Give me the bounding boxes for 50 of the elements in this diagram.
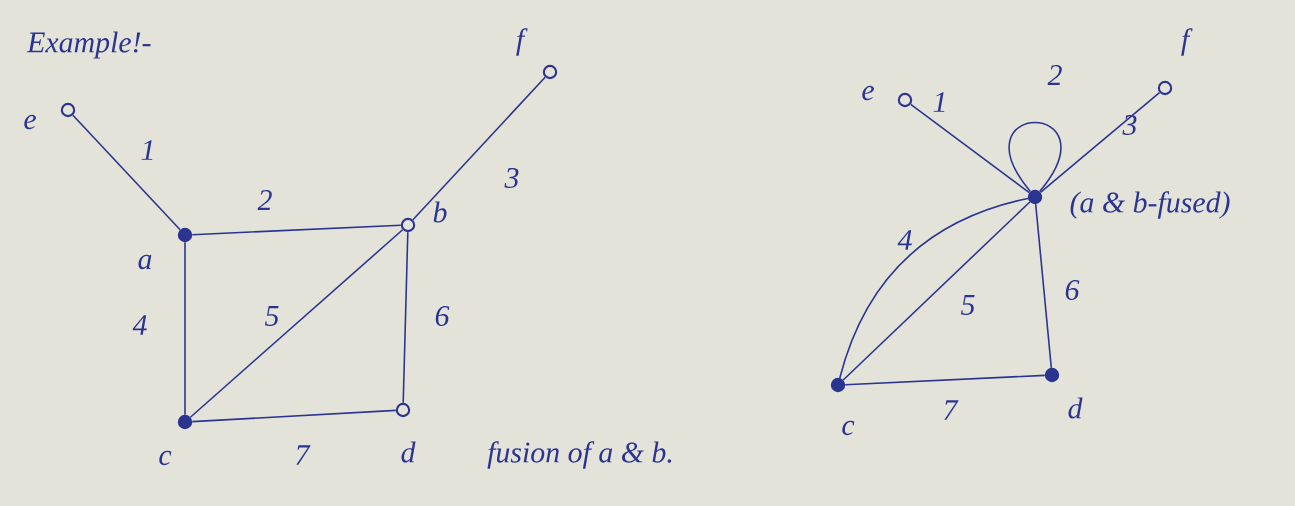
edge [191, 409, 397, 423]
edge-label: 1 [933, 92, 945, 112]
edge [1008, 121, 1062, 193]
edge [72, 114, 181, 231]
vertex: c [830, 377, 855, 436]
edge [1034, 203, 1053, 369]
vertex: (a & b-fused) [1027, 189, 1230, 219]
node-label: d [1068, 397, 1083, 419]
edge-label: 5 [961, 295, 975, 315]
vertex: f [1157, 28, 1193, 96]
vertex: e [862, 85, 913, 108]
edge-label: 5 [265, 306, 279, 326]
edge-label: 3 [1122, 114, 1137, 136]
node-label: c [159, 450, 172, 466]
vertex: a [138, 227, 193, 270]
edge-label: 2 [1047, 65, 1062, 85]
edge [412, 76, 546, 221]
edge [191, 224, 402, 236]
node-label: (a & b-fused) [1070, 191, 1230, 219]
vertex: d [395, 402, 416, 463]
node-label: e [24, 114, 36, 130]
node-label: f [516, 28, 528, 56]
node-label: c [842, 420, 855, 436]
edge-label: 7 [944, 400, 959, 420]
edge-label: 7 [296, 445, 311, 465]
edge-label: 1 [141, 140, 153, 160]
note: fusion of a & b. [487, 441, 672, 469]
edge [844, 374, 1046, 386]
edge [184, 241, 186, 416]
edge-label: 6 [435, 305, 450, 327]
edge-label: 4 [897, 230, 912, 250]
vertex: e [24, 102, 76, 130]
node-label: e [862, 85, 874, 101]
edge [402, 231, 409, 404]
vertex: b [400, 201, 447, 233]
node-label: b [433, 201, 447, 223]
vertex: d [1044, 367, 1083, 419]
edge [1039, 91, 1161, 194]
edge-label: 2 [257, 190, 272, 210]
vertex: f [516, 28, 558, 80]
edge-label: 4 [132, 315, 147, 335]
node-label: a [138, 254, 152, 270]
node-label: f [1181, 28, 1193, 56]
vertex: c [159, 414, 193, 466]
node-label: d [401, 441, 416, 463]
edge-label: 3 [504, 167, 519, 189]
note: Example!- [26, 31, 151, 59]
edge [910, 103, 1030, 194]
edge-label: 6 [1065, 279, 1080, 301]
edge [189, 229, 404, 419]
